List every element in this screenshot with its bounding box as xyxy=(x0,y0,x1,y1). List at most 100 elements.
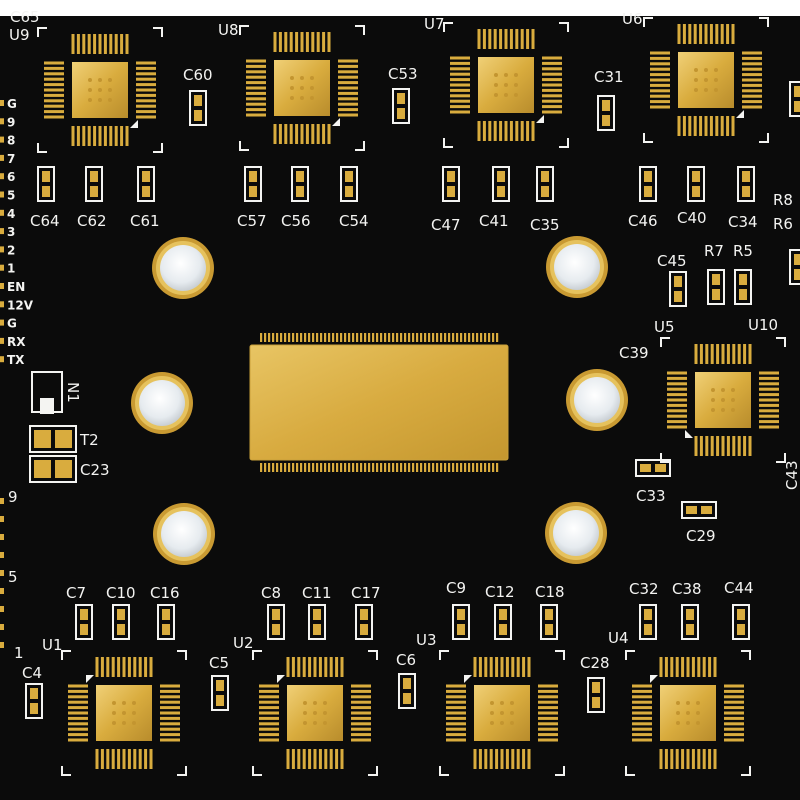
mount-hole-bottom-left xyxy=(153,503,215,565)
chip-pin xyxy=(726,24,730,44)
chip-pin xyxy=(44,61,64,65)
via xyxy=(122,711,126,715)
chip-pin xyxy=(351,689,371,693)
cap-c28 xyxy=(587,677,605,713)
label-u2: U2 xyxy=(233,634,254,652)
chip-pin xyxy=(98,126,102,146)
chip-pin xyxy=(450,67,470,71)
central-pin xyxy=(400,333,403,342)
chip-pin xyxy=(715,24,719,44)
chip-pin xyxy=(667,393,687,397)
chip-pin xyxy=(136,110,156,114)
central-pin xyxy=(396,463,399,472)
chip-pin xyxy=(484,749,488,769)
chip-pin xyxy=(659,749,663,769)
chip-pin xyxy=(308,749,312,769)
via xyxy=(714,68,718,72)
chip-pin xyxy=(495,657,499,677)
chip-pin xyxy=(138,657,142,677)
chip-pin xyxy=(160,727,180,731)
chip-pin xyxy=(450,61,470,65)
chip-pin xyxy=(632,689,652,693)
cap-c10 xyxy=(112,604,130,640)
chip-pin xyxy=(731,116,735,136)
chip-pin xyxy=(44,99,64,103)
central-pin xyxy=(288,463,291,472)
central-pin xyxy=(292,333,295,342)
chip-pin xyxy=(338,86,358,90)
chip-pin xyxy=(313,749,317,769)
chip-pin xyxy=(473,749,477,769)
chip-pin xyxy=(527,749,531,769)
central-pin xyxy=(436,333,439,342)
label-c47: C47 xyxy=(431,216,461,234)
chip-pin xyxy=(691,749,695,769)
chip-pin xyxy=(495,749,499,769)
chip-pin xyxy=(136,99,156,103)
chip-u4 xyxy=(625,650,751,776)
chip-pin xyxy=(136,72,156,76)
via xyxy=(510,711,514,715)
label-u10: U10 xyxy=(748,316,778,334)
chip-pin xyxy=(721,344,725,364)
chip-pin xyxy=(505,749,509,769)
header-pin-label: 9 xyxy=(7,115,15,129)
chip-pin xyxy=(68,738,88,742)
res-r5 xyxy=(734,269,752,305)
chip-pin xyxy=(705,436,709,456)
via xyxy=(490,711,494,715)
chip-pin xyxy=(477,29,481,49)
header-pad xyxy=(0,498,4,504)
chip-pin xyxy=(125,126,129,146)
label-c33: C33 xyxy=(636,487,666,505)
via xyxy=(510,721,514,725)
chip-pin xyxy=(710,436,714,456)
central-pin xyxy=(388,463,391,472)
chip-pin xyxy=(726,344,730,364)
chip-pin xyxy=(76,126,80,146)
chip-pin xyxy=(724,733,744,737)
central-pin xyxy=(476,333,479,342)
chip-pin xyxy=(538,716,558,720)
pin1-marker xyxy=(650,675,658,683)
central-pin xyxy=(412,463,415,472)
label-u7: U7 xyxy=(424,15,445,33)
central-pin xyxy=(296,463,299,472)
chip-pin xyxy=(324,657,328,677)
chip-pin xyxy=(538,706,558,710)
pin1-marker xyxy=(86,675,94,683)
central-pin xyxy=(352,463,355,472)
via xyxy=(676,701,680,705)
via xyxy=(731,408,735,412)
chip-pin xyxy=(632,727,652,731)
chip-pin xyxy=(542,56,562,60)
chip-pin xyxy=(542,83,562,87)
chip-pin xyxy=(351,706,371,710)
chip-pin xyxy=(450,110,470,114)
chip-pin xyxy=(632,700,652,704)
via xyxy=(88,98,92,102)
chip-pin xyxy=(136,77,156,81)
via xyxy=(323,721,327,725)
chip-pin xyxy=(338,102,358,106)
via xyxy=(704,78,708,82)
cap-c40 xyxy=(687,166,705,202)
header-pad xyxy=(0,642,4,648)
via xyxy=(494,93,498,97)
chip-pin xyxy=(632,722,652,726)
chip-pin xyxy=(708,749,712,769)
chip-pin xyxy=(106,749,110,769)
central-pin xyxy=(484,463,487,472)
chip-pin xyxy=(667,371,687,375)
chip-pin xyxy=(68,700,88,704)
chip-pin xyxy=(160,716,180,720)
header-pad xyxy=(0,283,4,289)
via xyxy=(303,721,307,725)
chip-pin xyxy=(759,376,779,380)
res-r7 xyxy=(707,269,725,305)
chip-pin xyxy=(122,749,126,769)
chip-pin xyxy=(246,113,266,117)
central-pin xyxy=(268,463,271,472)
chip-pin xyxy=(499,121,503,141)
chip-pin xyxy=(681,657,685,677)
